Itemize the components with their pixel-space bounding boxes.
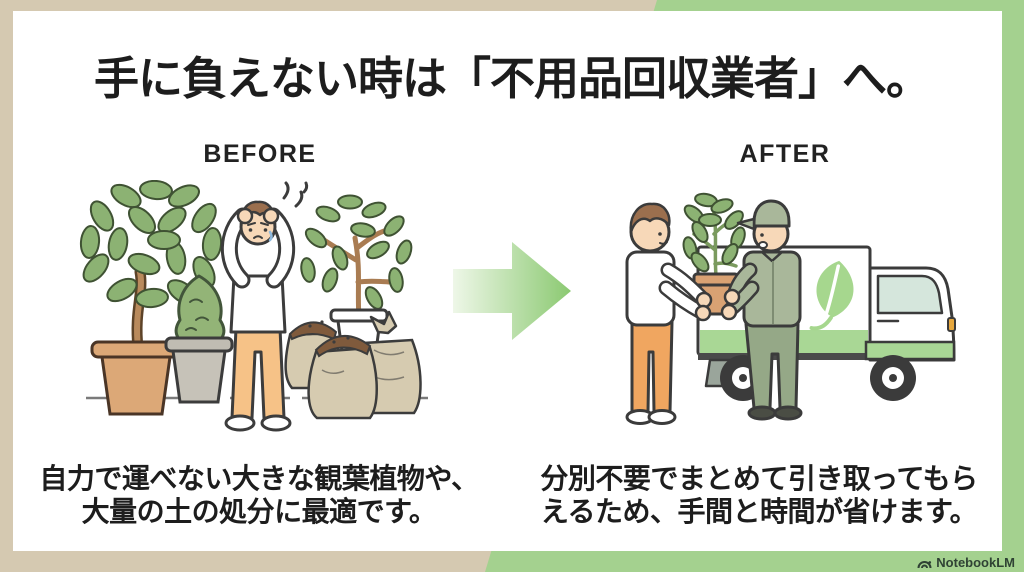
after-illustration [625,192,956,425]
customer-man-icon [625,202,713,425]
before-caption-line1: 自力で運べない大きな観葉植物や、 [39,463,479,494]
after-caption-line2: えるため、手間と時間が省けます。 [540,496,978,527]
after-label: AFTER [739,140,831,168]
notebooklm-logo-icon [917,560,932,568]
before-to-after-arrow-icon [453,242,571,340]
collection-worker-icon [720,199,803,421]
after-caption-line1: 分別不要でまとめて引き取ってもら [540,463,978,494]
large-houseplant-icon [79,180,223,416]
collection-truck-icon [696,245,956,401]
before-label: BEFORE [203,140,317,168]
before-caption-line2: 大量の土の処分に最適です。 [81,496,437,527]
brand-name: NotebookLM [936,555,1015,570]
before-illustration [79,180,428,432]
leaf-logo-icon [809,260,854,331]
distressed-man-icon [220,181,309,432]
before-caption: 自力で運べない大きな観葉植物や、 大量の土の処分に最適です。 [28,462,490,528]
page-title: 手に負えない時は「不用品回収業者」へ。 [93,53,931,104]
after-caption: 分別不要でまとめて引き取ってもら えるため、手間と時間が省けます。 [528,462,990,528]
brand-watermark: NotebookLM [917,555,1015,570]
soil-bags-icon [284,310,422,420]
cone-bush-plant-icon [164,274,234,404]
